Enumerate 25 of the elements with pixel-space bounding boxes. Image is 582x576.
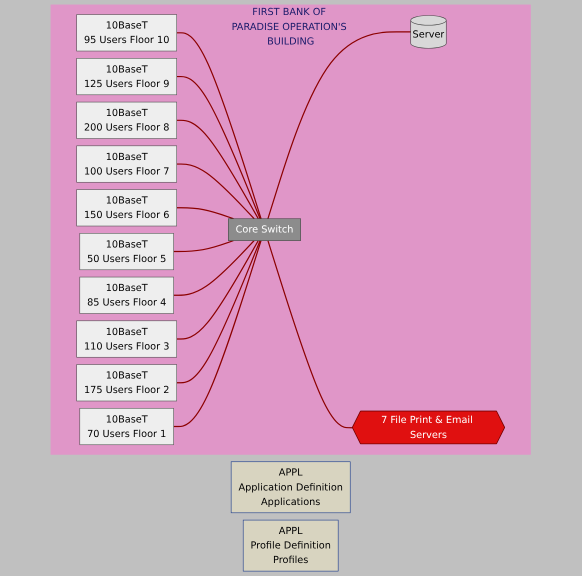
connector xyxy=(177,240,260,340)
node-box: 10BaseT 95 Users Floor 10 xyxy=(76,14,178,52)
node-box: 10BaseT 100 Users Floor 7 xyxy=(76,146,178,183)
node-box: 10BaseT 150 Users Floor 6 xyxy=(76,189,178,226)
connector xyxy=(177,240,261,384)
node-box: 10BaseT 200 Users Floor 8 xyxy=(76,102,178,139)
connector xyxy=(177,120,260,220)
node-box: 10BaseT 125 Users Floor 9 xyxy=(76,58,178,96)
connector xyxy=(174,240,262,428)
node-box: 10BaseT 50 Users Floor 5 xyxy=(80,233,174,270)
connector xyxy=(177,76,261,219)
node-box: 10BaseT 85 Users Floor 4 xyxy=(80,276,174,314)
connector xyxy=(177,207,234,220)
connector xyxy=(177,32,262,219)
node-box: 10BaseT 110 Users Floor 3 xyxy=(76,320,178,358)
node-box: 10BaseT 175 Users Floor 2 xyxy=(76,364,178,402)
connector xyxy=(268,240,353,428)
node-box: Core Switch xyxy=(228,218,302,241)
connector xyxy=(268,31,412,219)
connector xyxy=(174,240,255,296)
connector xyxy=(177,163,255,220)
node-box: 10BaseT 70 Users Floor 1 xyxy=(80,408,174,446)
node-box: APPL Application Definition Applications xyxy=(231,461,351,514)
node-box: APPL Profile Definition Profiles xyxy=(243,520,339,572)
connector xyxy=(174,240,234,252)
